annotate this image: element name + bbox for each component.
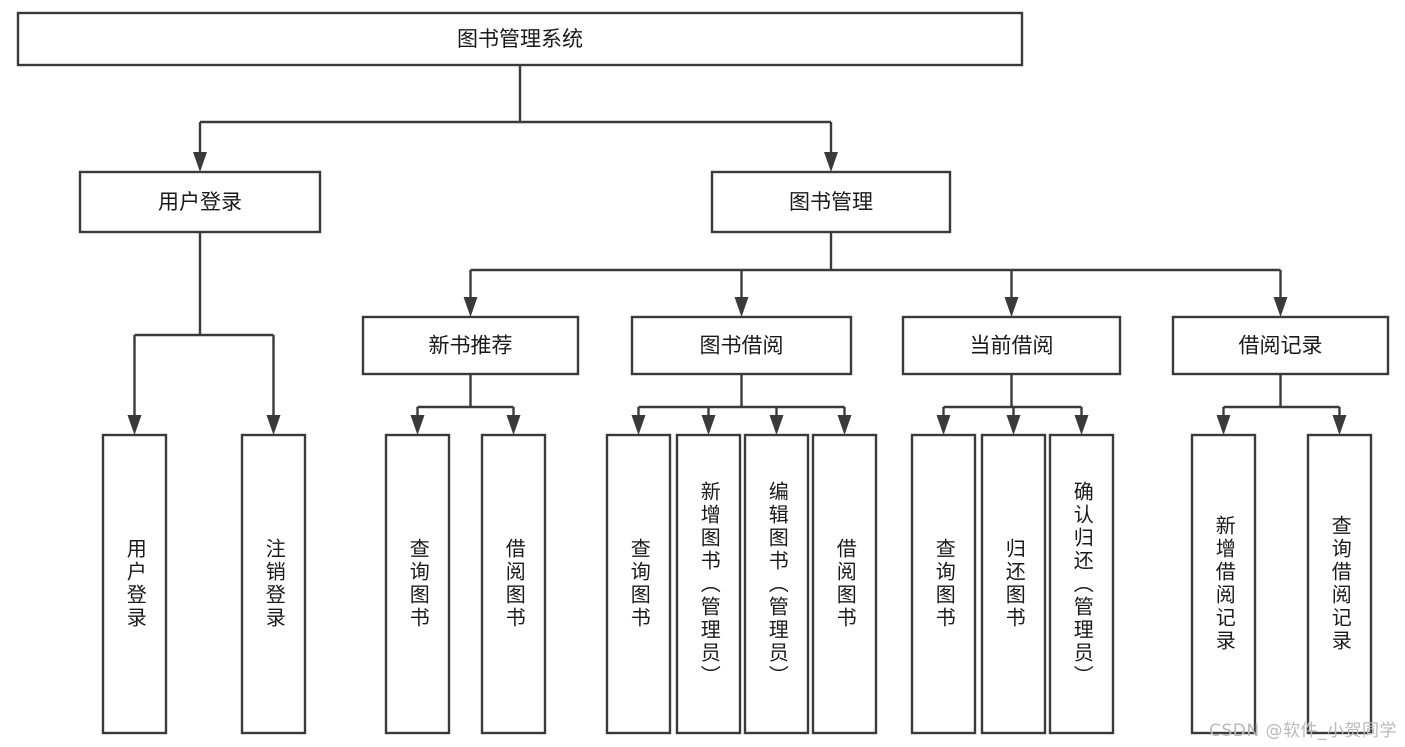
arrow-head-icon: [1006, 415, 1021, 435]
node-level2-label-3: 借阅记录: [1239, 334, 1323, 358]
node-level2-label-1: 图书借阅: [700, 334, 784, 358]
watermark-text: CSDN @软件_小贺同学: [1209, 721, 1397, 741]
node-level1-label-0: 用户登录: [158, 190, 242, 214]
node-level2-label-2: 当前借阅: [970, 334, 1054, 358]
arrow-head-icon: [734, 297, 749, 317]
arrow-head-icon: [127, 415, 142, 435]
arrow-head-icon: [506, 415, 521, 435]
arrow-head-icon: [410, 415, 425, 435]
node-leaf-12[interactable]: [1306, 433, 1373, 735]
node-leaf-11[interactable]: [1190, 433, 1257, 735]
node-root[interactable]: [16, 11, 1024, 67]
node-level2-2[interactable]: [901, 315, 1122, 376]
arrow-head-icon: [1332, 415, 1347, 435]
arrow-head-icon: [837, 415, 852, 435]
node-leaf-1[interactable]: [240, 433, 307, 735]
arrow-head-icon: [824, 152, 838, 172]
arrow-head-icon: [701, 415, 716, 435]
node-level2-1[interactable]: [630, 315, 853, 376]
node-level2-0[interactable]: [361, 315, 580, 376]
arrow-head-icon: [463, 297, 478, 317]
arrow-head-icon: [631, 415, 646, 435]
node-leaf-6[interactable]: [743, 433, 810, 735]
arrow-head-icon: [769, 415, 784, 435]
arrow-head-icon: [1216, 415, 1231, 435]
arrow-head-icon: [193, 152, 207, 172]
node-level1-0[interactable]: [78, 170, 322, 234]
arrow-head-icon: [936, 415, 951, 435]
arrow-head-icon: [1273, 297, 1288, 317]
node-level2-label-0: 新书推荐: [429, 334, 513, 358]
node-leaf-10[interactable]: [1048, 433, 1115, 735]
node-leaf-0[interactable]: [101, 433, 168, 735]
node-level1-1[interactable]: [710, 170, 952, 234]
connector-lines: [127, 65, 1347, 435]
node-leaf-3[interactable]: [480, 433, 547, 735]
node-leaf-8[interactable]: [910, 433, 977, 735]
arrow-head-icon: [1004, 297, 1019, 317]
arrow-head-icon: [1074, 415, 1089, 435]
node-root-label: 图书管理系统: [457, 27, 583, 51]
node-leaf-7[interactable]: [811, 433, 878, 735]
arrow-head-icon: [266, 415, 281, 435]
node-leaf-5[interactable]: [675, 433, 742, 735]
node-leaf-2[interactable]: [384, 433, 451, 735]
node-level2-3[interactable]: [1171, 315, 1390, 376]
node-boxes: [16, 11, 1390, 735]
node-leaf-9[interactable]: [980, 433, 1047, 735]
node-level1-label-1: 图书管理: [789, 190, 873, 214]
node-leaf-4[interactable]: [605, 433, 672, 735]
